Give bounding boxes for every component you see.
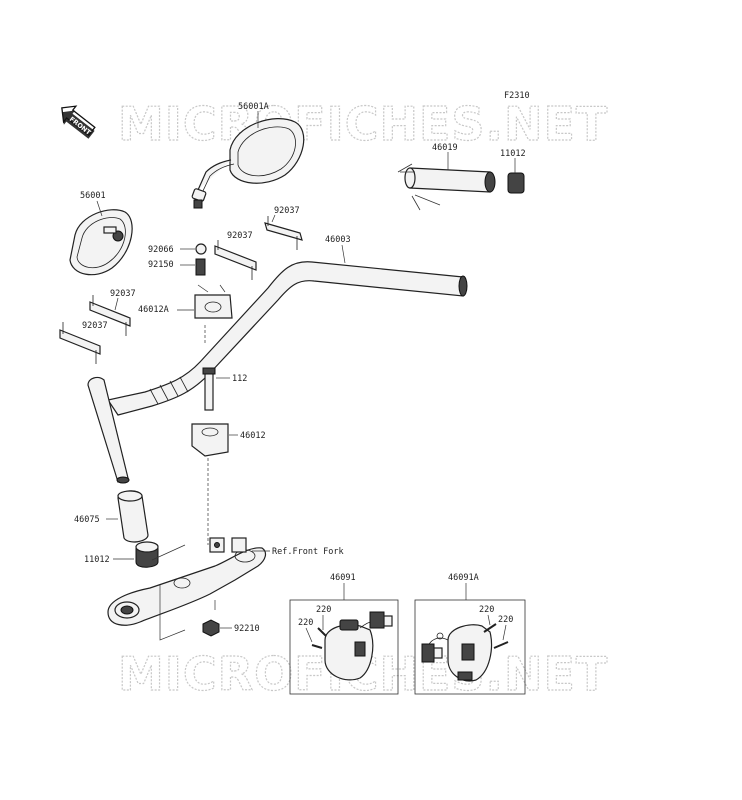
part-92037-b: 92037	[227, 231, 253, 241]
bolt-92150	[195, 258, 206, 276]
plate-92037-b	[214, 240, 257, 280]
part-220-a: 220	[316, 605, 331, 615]
part-220-c: 220	[479, 605, 494, 615]
part-92150: 92150	[148, 260, 174, 270]
part-112: 112	[232, 374, 247, 384]
part-46012: 46012	[240, 431, 266, 441]
part-46003: 46003	[325, 235, 351, 245]
part-92066: 92066	[148, 245, 174, 255]
part-220-b: 220	[298, 618, 313, 628]
part-92037-a: 92037	[274, 206, 300, 216]
part-46075: 46075	[74, 515, 100, 525]
ref-front-fork: Ref.Front Fork	[272, 547, 344, 557]
washer-92066	[195, 243, 207, 255]
front-arrow-icon: FRONT	[61, 105, 96, 139]
part-56001: 56001	[80, 191, 106, 201]
part-220-d: 220	[498, 615, 513, 625]
part-92037-c: 92037	[110, 289, 136, 299]
part-92210: 92210	[234, 624, 260, 634]
plate-92037-d	[59, 322, 101, 364]
part-46091: 46091	[330, 573, 356, 583]
end-cap-11012-bottom	[135, 541, 159, 568]
end-cap-11012-top	[507, 172, 525, 194]
figure-code: F2310	[504, 91, 530, 101]
box-46091A	[414, 599, 526, 695]
switch-right-46091A	[421, 623, 509, 682]
holder-46012A	[194, 284, 233, 319]
grip-46019	[400, 167, 496, 206]
triple-clamp	[107, 537, 267, 641]
grip-46075	[117, 490, 149, 543]
nut-92210	[202, 619, 220, 637]
plate-92037-a	[264, 216, 303, 250]
mirror-right	[191, 118, 305, 209]
plate-92037-c	[89, 295, 131, 336]
handlebar-46003	[87, 261, 468, 484]
part-11012-top: 11012	[500, 149, 526, 159]
part-11012-bottom: 11012	[84, 555, 110, 565]
part-56001A: 56001A	[238, 102, 269, 112]
watermark-top: MICROFICHES.NET	[118, 97, 608, 151]
holder-46012	[191, 423, 229, 457]
part-92037-d: 92037	[82, 321, 108, 331]
bolt-112	[204, 371, 214, 411]
part-46019: 46019	[432, 143, 458, 153]
mirror-left	[69, 209, 133, 276]
part-46012A: 46012A	[138, 305, 169, 315]
part-46091A: 46091A	[448, 573, 479, 583]
switch-left-46091	[311, 611, 393, 681]
